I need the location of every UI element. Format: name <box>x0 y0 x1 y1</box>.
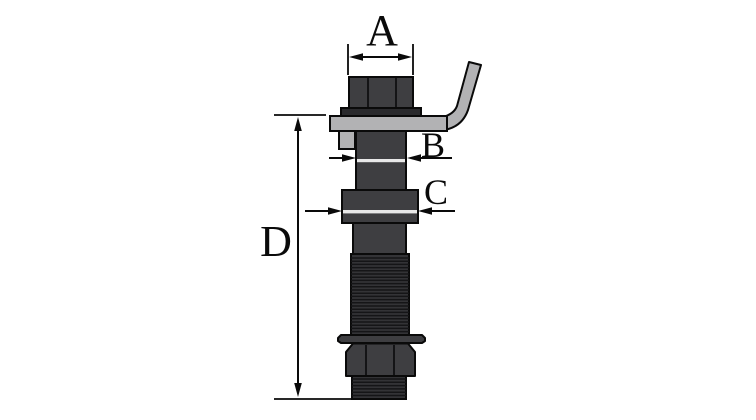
mounting-plate <box>329 115 448 132</box>
head-washer <box>340 107 422 117</box>
plate-tab <box>338 130 356 150</box>
hex-nut <box>345 342 416 377</box>
threaded-section-upper <box>350 253 410 336</box>
dim-a-arrowhead-right <box>398 53 412 61</box>
groove-line-c <box>343 210 417 214</box>
cam-block-c <box>341 189 419 224</box>
dim-c-arrowhead-left <box>328 207 342 215</box>
groove-line-b <box>357 159 405 163</box>
hex-head <box>348 76 414 109</box>
thread-ridges-lower <box>352 378 406 397</box>
dim-b-arrowhead-left <box>342 154 356 162</box>
dim-d-label: D <box>260 217 292 266</box>
lever-handle <box>442 61 482 131</box>
dim-b-arrowhead-right <box>407 154 421 162</box>
dim-c-label: C <box>424 172 448 212</box>
shank <box>352 222 407 255</box>
dim-a-arrowhead-left <box>349 53 363 61</box>
dim-c-arrowhead-right <box>418 207 432 215</box>
dim-b-label: B <box>421 125 445 165</box>
flange-washer <box>337 334 426 344</box>
dim-d-arrowhead-bottom <box>294 383 302 397</box>
thread-ridges-upper <box>351 257 409 333</box>
dim-d-arrowhead-top <box>294 117 302 131</box>
dim-a-label: A <box>366 6 398 55</box>
